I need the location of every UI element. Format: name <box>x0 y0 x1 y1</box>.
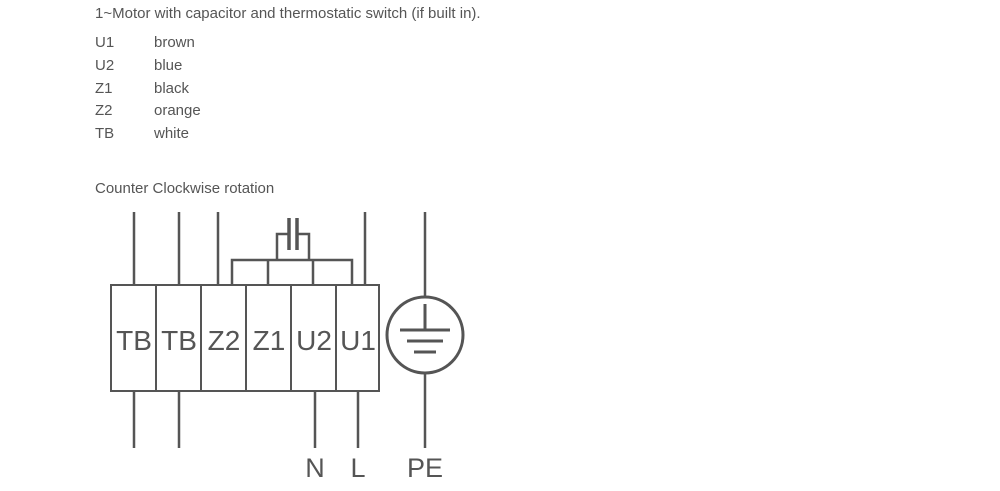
supply-label-n: N <box>305 453 325 483</box>
legend-code: Z1 <box>95 79 113 97</box>
legend-color: white <box>154 125 190 143</box>
capacitor-lead <box>297 232 311 260</box>
rotation-label: Counter Clockwise rotation <box>95 180 275 197</box>
legend-row-u2: U2 blue <box>95 57 201 80</box>
legend-row-z2: Z2 orange <box>95 102 201 125</box>
terminal-label: TB <box>116 325 152 356</box>
legend-color: blue <box>154 56 183 74</box>
terminal-label: TB <box>161 325 197 356</box>
legend-row-z1: Z1 black <box>95 80 201 103</box>
legend-code: TB <box>95 125 115 143</box>
legend-color: black <box>154 79 190 97</box>
legend-color: brown <box>154 34 195 51</box>
legend-code: U2 <box>95 56 115 74</box>
wiring-heading: 1~Motor with capacitor and thermostatic … <box>95 5 481 22</box>
legend-color: orange <box>154 102 201 120</box>
supply-label-pe: PE <box>407 453 443 483</box>
ground-icon <box>385 295 465 375</box>
supply-label-l: L <box>350 453 365 483</box>
jumper-bridge <box>230 258 354 285</box>
legend-row-u1: U1 brown <box>95 34 201 57</box>
wire-color-legend: U1 brown U2 blue Z1 black Z2 orange TB white <box>95 34 201 148</box>
terminal-label: Z2 <box>208 325 241 356</box>
legend-code: Z2 <box>95 102 113 120</box>
capacitor-lead <box>275 232 289 260</box>
legend-code: U1 <box>95 34 115 51</box>
legend-row-tb: TB white <box>95 125 201 148</box>
terminal-label: U2 <box>296 325 332 356</box>
terminal-label: U1 <box>340 325 376 356</box>
terminal-label: Z1 <box>253 325 286 356</box>
